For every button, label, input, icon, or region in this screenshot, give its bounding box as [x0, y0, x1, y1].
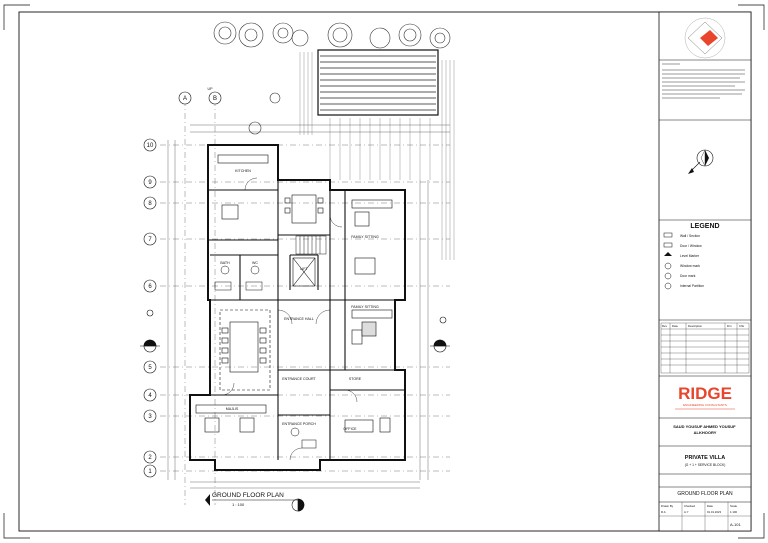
info-value: 1:100	[730, 510, 737, 514]
legend-item: Door mark	[680, 274, 696, 278]
rev-header: Date	[672, 324, 678, 328]
dining-table	[284, 194, 324, 224]
room-label-bath: BATH	[220, 261, 230, 265]
info-label: Drawn By	[661, 504, 674, 508]
door-swings	[221, 177, 358, 461]
room-label-entrance-court: ENTRANCE COURT	[282, 377, 316, 381]
interior-walls	[208, 145, 405, 460]
sheet-title: GROUND FLOOR PLAN	[677, 491, 733, 497]
room-label-entrance-porch: ENTRANCE PORCH	[282, 422, 316, 426]
rev-header: Drn	[727, 324, 732, 328]
rev-header: Description	[688, 324, 702, 328]
building-walls	[189, 144, 406, 471]
section-markers	[140, 309, 450, 512]
room-label-kitchen: KITCHEN	[235, 169, 251, 173]
grid-row-label: 8	[148, 201, 152, 207]
floor-plan: 10 9 8 7 6 5 4 3 2 1 A B	[140, 21, 455, 512]
project-subtitle: (G + 1 + SERVICE BLOCK)	[685, 463, 726, 467]
garden-hatch	[299, 52, 455, 260]
revision-table	[660, 322, 750, 374]
legend-item: Window mark	[680, 264, 700, 268]
legend: Wall / Section Door / Window Level Marke…	[663, 232, 704, 290]
rev-header: Chk	[739, 324, 745, 328]
project-name: PRIVATE VILLA	[685, 455, 725, 461]
pool-deck	[317, 49, 439, 116]
grid-row-label: 3	[148, 414, 152, 420]
room-label-entrance-hall: ENTRANCE HALL	[284, 317, 314, 321]
svg-text:ENGINEERING CONSULTANTS: ENGINEERING CONSULTANTS	[683, 403, 727, 407]
svg-text:RIDGE: RIDGE	[678, 384, 732, 403]
grid-col-label: B	[213, 96, 217, 102]
sofas	[195, 154, 393, 433]
room-label-majlis: MAJLIS	[226, 407, 239, 411]
stair	[295, 235, 327, 255]
view-title: GROUND FLOOR PLAN	[212, 492, 284, 499]
info-value: 01.01.2023	[707, 510, 721, 514]
dimension-lines	[167, 124, 450, 489]
client-name: SAUD YOUSUF AHMED YOUSUF ALKHOORY	[673, 424, 737, 435]
rev-header: Rev	[662, 324, 668, 328]
grid-col-label: A	[183, 96, 187, 102]
info-value: R.A	[661, 510, 666, 514]
majlis-table	[219, 309, 271, 391]
legend-item: Internal Partition	[680, 284, 704, 288]
title-block: LEGEND Wall / Section Door / Window Leve…	[658, 11, 752, 532]
view-scale: 1 : 100	[232, 502, 245, 507]
info-label: Date	[707, 504, 713, 508]
room-label-store: STORE	[349, 377, 362, 381]
room-label-office: OFFICE	[343, 427, 357, 431]
room-label-wc: WC	[252, 261, 258, 265]
grid-row-label: 10	[147, 143, 154, 149]
legend-item: Wall / Section	[680, 234, 700, 238]
grid-lines	[160, 100, 450, 505]
info-label: Checked	[684, 504, 695, 508]
info-value: A.Y	[684, 510, 689, 514]
landscape-trees	[213, 21, 451, 135]
bath-fixtures	[214, 265, 317, 449]
room-label-family-sitting: FAMILY SITTING	[351, 235, 379, 239]
lift-shaft	[292, 257, 316, 287]
room-label-family-sitting: FAMILY SITTING	[351, 305, 379, 309]
grid-row-label: 7	[148, 237, 152, 243]
key-plan	[684, 17, 726, 59]
grid-bubbles	[143, 91, 222, 478]
legend-item: Level Marker	[680, 254, 700, 258]
up-mark: UP	[208, 87, 214, 91]
grid-row-label: 4	[148, 393, 152, 399]
legend-item: Door / Window	[680, 244, 702, 248]
view-title-block: GROUND FLOOR PLAN 1 : 100	[205, 492, 300, 507]
sheet-number: A-101	[730, 522, 741, 527]
grid-row-label: 1	[148, 469, 152, 475]
grid-row-label: 5	[148, 365, 152, 371]
info-label: Scale	[730, 504, 737, 508]
general-notes	[662, 63, 745, 99]
company-logo: RIDGE ENGINEERING CONSULTANTS	[675, 384, 735, 410]
room-label-lift: LIFT	[300, 267, 308, 271]
grid-row-label: 9	[148, 180, 152, 186]
legend-title: LEGEND	[690, 223, 719, 230]
north-arrow-icon	[688, 149, 714, 174]
grid-row-label: 2	[148, 455, 152, 461]
grid-row-label: 6	[148, 284, 152, 290]
